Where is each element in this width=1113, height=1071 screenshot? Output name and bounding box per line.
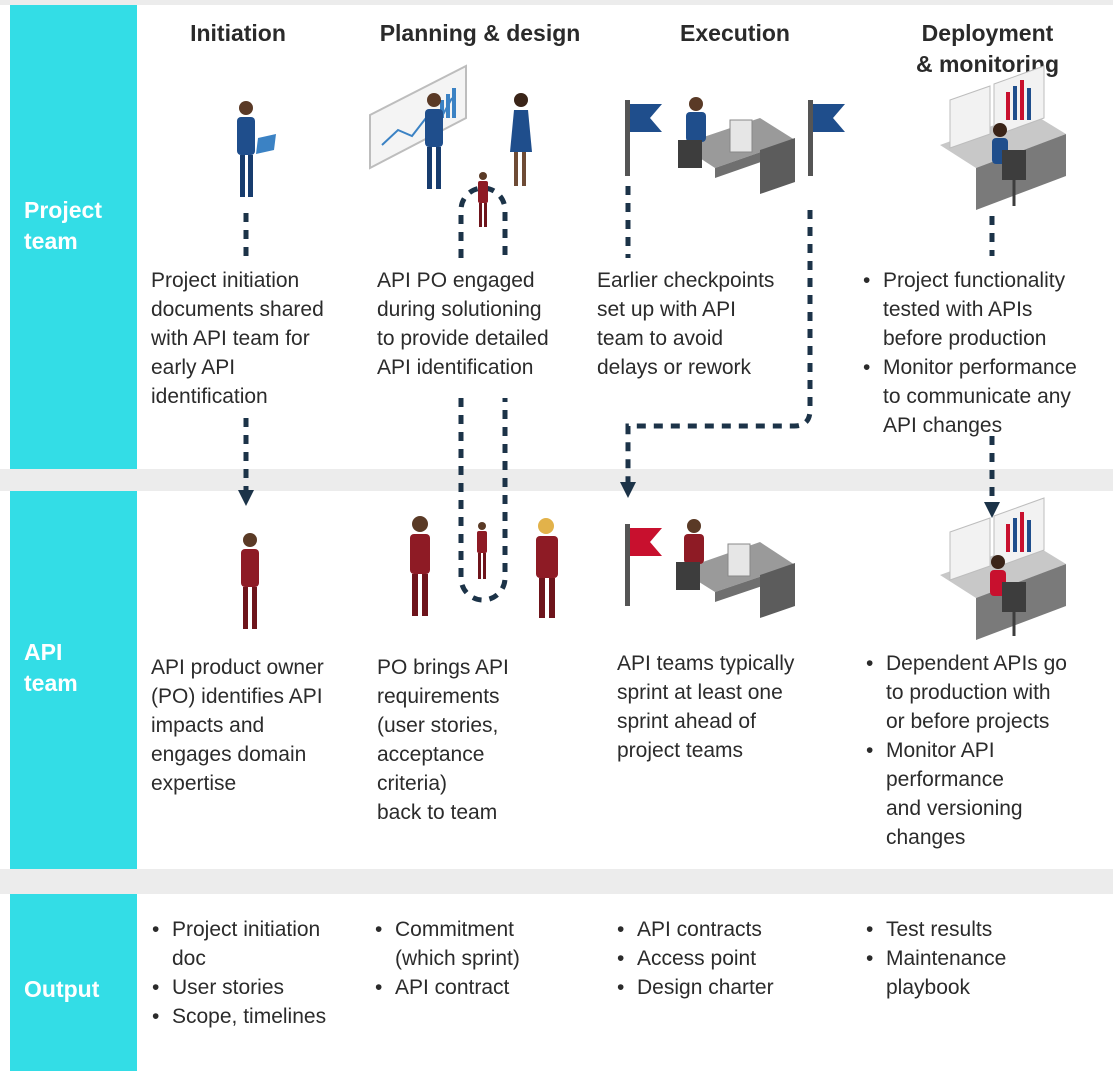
flag-blue-right-icon (808, 100, 845, 176)
list-item: Scope, timelines (152, 1002, 362, 1031)
arrowhead-initiation (238, 490, 254, 506)
project-deployment-list: Project functionality tested with APIs b… (863, 266, 1111, 440)
flag-red-icon (625, 524, 662, 606)
person-project-presenter-icon (425, 93, 443, 189)
person-api-small-icon (477, 522, 487, 579)
top-band (0, 0, 1113, 5)
row-label-output: Output (10, 894, 137, 1071)
whiteboard-icon (369, 64, 467, 170)
column-header-deployment: Deployment & monitoring (915, 20, 1060, 77)
list-item: API contracts (617, 915, 827, 944)
list-item: API contract (375, 973, 585, 1002)
output-planning-list: Commitment (which sprint) API contract (375, 915, 585, 1002)
connector-planning-bottom-loop (458, 398, 508, 603)
desk-workstation-api-icon (676, 519, 795, 618)
row-label-project-team: Project team (10, 5, 137, 469)
arrowhead-deployment (984, 502, 1000, 518)
list-item: Monitor API performance and versioning c… (866, 736, 1111, 852)
column-header-initiation: Initiation (190, 20, 286, 46)
output-initiation-list: Project initiation doc User stories Scop… (152, 915, 362, 1031)
api-deployment-list: Dependent APIs go to production with or … (866, 649, 1111, 852)
list-item: Project functionality tested with APIs b… (863, 266, 1111, 353)
column-header-planning: Planning & design (379, 20, 581, 46)
connector-planning-top-loop (458, 185, 508, 258)
column-header-execution: Execution (680, 20, 790, 46)
api-initiation-text: API product owner (PO) identifies API im… (151, 656, 324, 795)
desk-monitoring-api-icon (940, 497, 1066, 640)
api-planning-text: PO brings API requirements (user stories… (377, 656, 509, 824)
list-item: Test results (866, 915, 1096, 944)
person-api-initiation-icon (241, 533, 259, 629)
project-initiation-text: Project initiation documents shared with… (151, 269, 324, 408)
separator-band (0, 869, 1113, 894)
list-item: Maintenance playbook (866, 944, 1096, 1002)
output-deployment-list: Test results Maintenance playbook (866, 915, 1096, 1002)
list-item: Design charter (617, 973, 827, 1002)
list-item: Commitment (which sprint) (375, 915, 585, 973)
row-label-api-team: API team (10, 491, 137, 869)
person-api-man-icon (536, 518, 558, 618)
desk-workstation-project-icon (678, 97, 795, 194)
list-item: Access point (617, 944, 827, 973)
project-planning-text: API PO engaged during solutioning to pro… (377, 269, 549, 379)
person-api-woman-icon (410, 516, 430, 616)
separator-band (0, 469, 1113, 491)
list-item: Dependent APIs go to production with or … (866, 649, 1111, 736)
api-execution-text: API teams typically sprint at least one … (617, 652, 795, 762)
list-item: Monitor performance to communicate any A… (863, 353, 1111, 440)
desk-monitoring-project-icon (940, 65, 1066, 210)
flag-blue-left-icon (625, 100, 662, 176)
person-api-small-icon (478, 172, 488, 227)
arrowhead-execution (620, 482, 636, 498)
project-execution-text: Earlier checkpoints set up with API team… (597, 269, 775, 379)
person-project-woman-icon (510, 93, 532, 186)
connector-execution-right (625, 210, 813, 482)
output-execution-list: API contracts Access point Design charte… (617, 915, 827, 1002)
connector-lines (238, 185, 1000, 603)
list-item: User stories (152, 973, 362, 1002)
person-project-initiation-icon (237, 101, 276, 197)
list-item: Project initiation doc (152, 915, 362, 973)
